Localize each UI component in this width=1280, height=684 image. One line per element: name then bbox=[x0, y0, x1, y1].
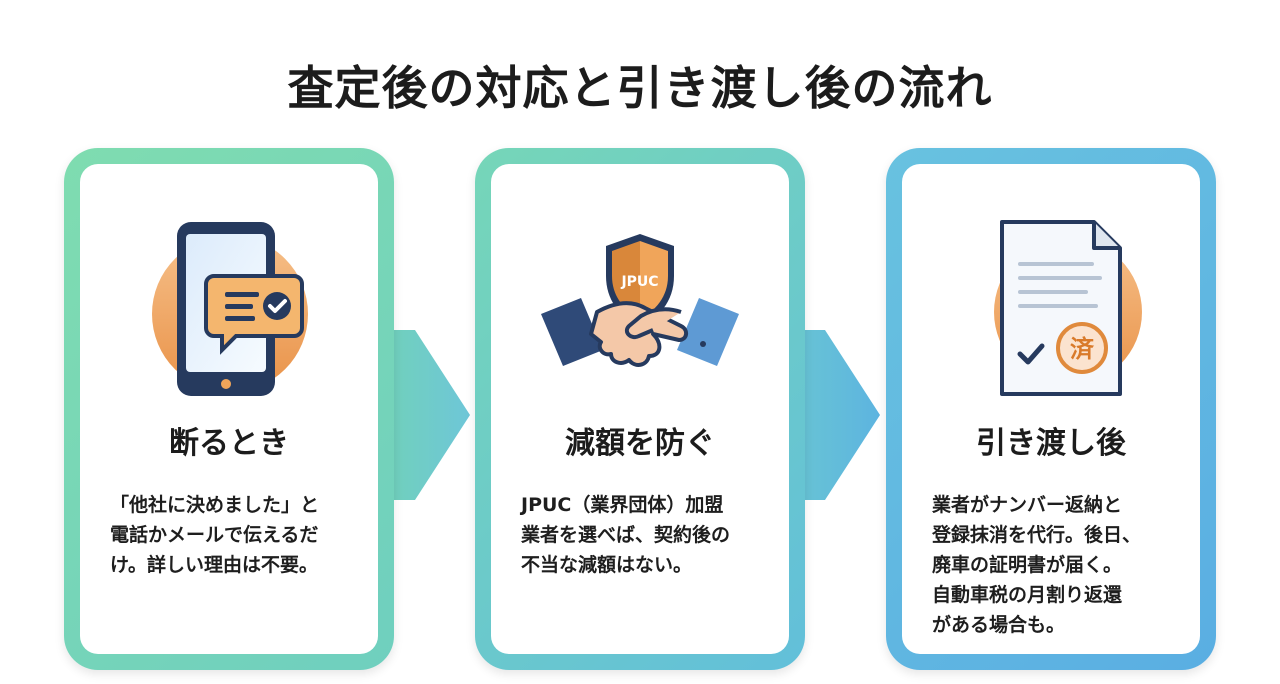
description-line: 「他社に決めました」と bbox=[110, 494, 320, 516]
description-line: 廃車の証明書が届く。 bbox=[932, 554, 1123, 576]
step-card-after-handover-inner: 済 引き渡し後 業者がナンバー返納と 登録抹消を代行。後日、 廃車の証明書が届く… bbox=[902, 164, 1200, 654]
document-icon bbox=[1000, 220, 1122, 396]
step-description: 「他社に決めました」と 電話かメールで伝えるだ け。詳しい理由は不要。 bbox=[110, 490, 360, 580]
step-description: 業者がナンバー返納と 登録抹消を代行。後日、 廃車の証明書が届く。 自動車税の月… bbox=[932, 490, 1182, 640]
document-stamp-icon: 済 bbox=[994, 220, 1142, 396]
description-line: JPUC（業界団体）加盟 bbox=[521, 494, 724, 516]
description-line: 不当な減額はない。 bbox=[521, 554, 693, 576]
step-description: JPUC（業界団体）加盟 業者を選べば、契約後の 不当な減額はない。 bbox=[521, 490, 771, 580]
stamp-label: 済 bbox=[1070, 335, 1095, 363]
shield-icon: JPUC bbox=[606, 234, 674, 328]
chat-bubble-icon bbox=[204, 274, 304, 355]
step-card-decline-inner: 断るとき 「他社に決めました」と 電話かメールで伝えるだ け。詳しい理由は不要。 bbox=[80, 164, 378, 654]
check-icon bbox=[1017, 343, 1045, 365]
description-line: け。詳しい理由は不要。 bbox=[110, 554, 319, 576]
description-line: 登録抹消を代行。後日、 bbox=[932, 524, 1142, 546]
step-card-prevent-reduction: JPUC 減額を防ぐ JPUC（業界団体）加盟 業者を選べば、契約後の 不当な減… bbox=[475, 148, 805, 670]
shield-label: JPUC bbox=[620, 274, 658, 290]
description-line: がある場合も。 bbox=[932, 614, 1066, 636]
smartphone-message-icon bbox=[152, 222, 308, 396]
page-title: 査定後の対応と引き渡し後の流れ bbox=[287, 61, 993, 115]
handshake-icon bbox=[541, 298, 739, 367]
step-card-decline: 断るとき 「他社に決めました」と 電話かメールで伝えるだ け。詳しい理由は不要。 bbox=[64, 148, 394, 670]
step-heading: 引き渡し後 bbox=[976, 426, 1126, 461]
description-line: 電話かメールで伝えるだ bbox=[110, 524, 319, 546]
stamp-icon: 済 bbox=[1056, 322, 1108, 374]
step-card-prevent-reduction-inner: JPUC 減額を防ぐ JPUC（業界団体）加盟 業者を選べば、契約後の 不当な減… bbox=[491, 164, 789, 654]
description-line: 業者を選べば、契約後の bbox=[521, 524, 731, 546]
step-heading: 断るとき bbox=[169, 426, 289, 461]
step-heading: 減額を防ぐ bbox=[565, 426, 715, 461]
description-line: 自動車税の月割り返還 bbox=[932, 584, 1123, 606]
description-line: 業者がナンバー返納と bbox=[932, 494, 1123, 516]
handshake-shield-icon: JPUC bbox=[541, 234, 739, 367]
step-card-after-handover: 済 引き渡し後 業者がナンバー返納と 登録抹消を代行。後日、 廃車の証明書が届く… bbox=[886, 148, 1216, 670]
